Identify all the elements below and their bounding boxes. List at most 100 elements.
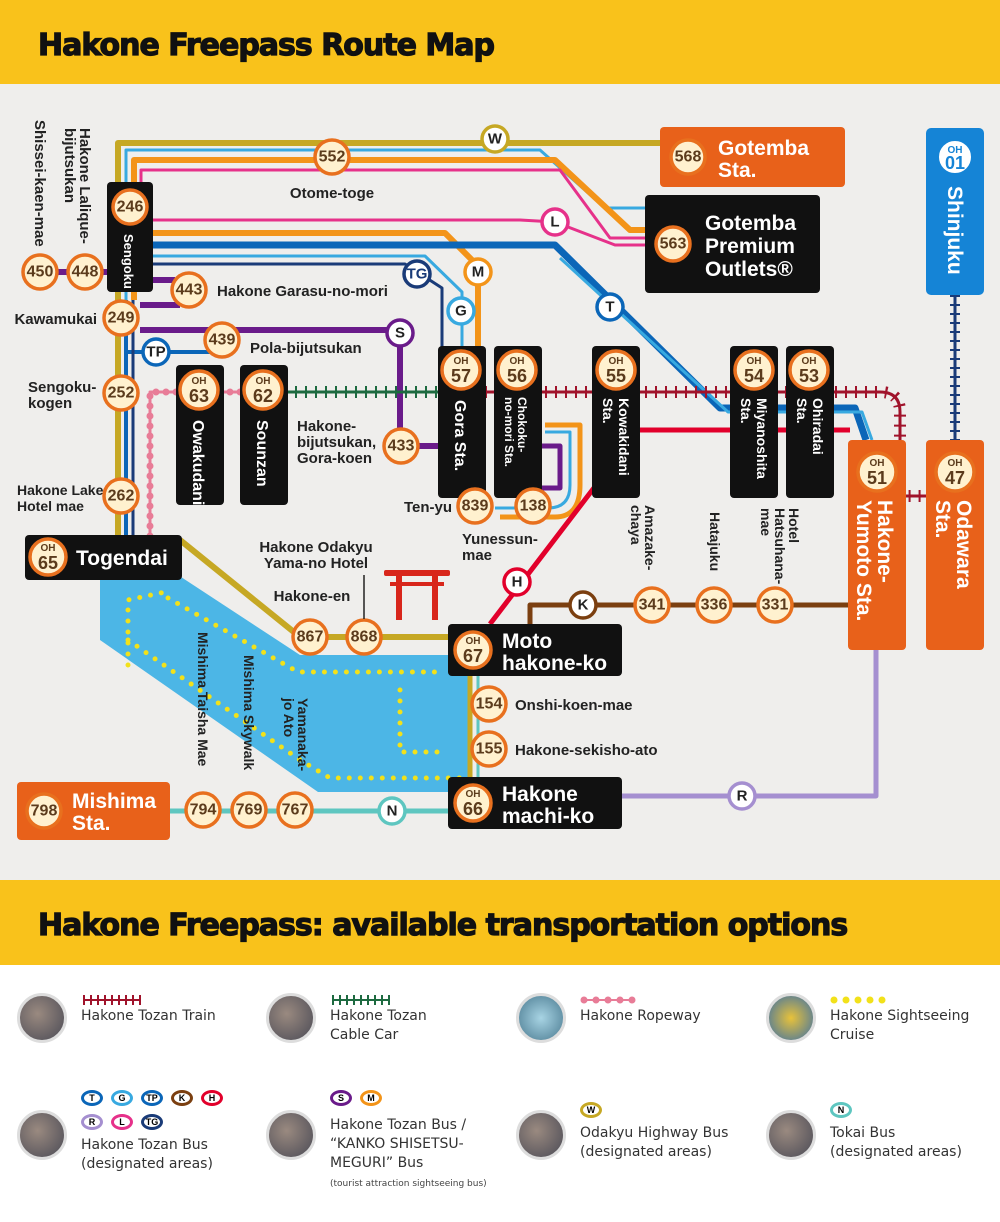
svg-text:Sta.: Sta.	[794, 398, 810, 424]
badge-r: R	[81, 1114, 103, 1130]
svg-text:chaya: chaya	[628, 505, 644, 545]
badge-tp: TP	[141, 1090, 163, 1106]
route-h-badge[interactable]: H	[502, 567, 532, 597]
route-n-badge[interactable]: N	[377, 796, 407, 826]
route-tp-badge[interactable]: TP	[141, 337, 171, 367]
red-hatched-line-icon	[83, 995, 141, 1005]
bus-photo-icon	[17, 1110, 67, 1160]
station-gotemba[interactable]: 568 Gotemba Sta.	[660, 127, 845, 187]
svg-text:OH: OH	[454, 356, 469, 367]
svg-text:769: 769	[236, 802, 263, 819]
route-t-badge[interactable]: T	[595, 292, 625, 322]
svg-text:Sengoku: Sengoku	[121, 234, 136, 289]
svg-text:Shissei-kaen-mae: Shissei-kaen-mae	[31, 120, 48, 247]
route-r-badge[interactable]: R	[727, 781, 757, 811]
svg-text:Hakone Garasu-no-mori: Hakone Garasu-no-mori	[217, 283, 388, 300]
legend-odakyu-highway-bus: W Odakyu Highway Bus(designated areas)	[516, 1102, 740, 1162]
svg-text:336: 336	[701, 597, 728, 614]
station-mishima[interactable]: 798 Mishima Sta.	[17, 782, 170, 840]
svg-text:51: 51	[867, 468, 887, 488]
svg-text:Hakone-sekisho-ato: Hakone-sekisho-ato	[515, 742, 658, 759]
svg-text:R: R	[737, 788, 748, 805]
svg-text:mae: mae	[758, 508, 774, 536]
stop-450[interactable]: 450 Shissei-kaen-mae	[21, 120, 59, 291]
yellow-dots-icon	[830, 996, 892, 1004]
svg-text:H: H	[512, 574, 523, 591]
svg-text:54: 54	[744, 366, 764, 386]
badge-g: G	[111, 1090, 133, 1106]
stop-sengoku[interactable]: 246 Sengoku	[107, 182, 153, 292]
route-w-badge[interactable]: W	[480, 124, 510, 154]
svg-text:439: 439	[209, 332, 236, 349]
cable-car-photo-icon	[266, 993, 316, 1043]
station-odawara[interactable]: OH 47 Odawara Sta.	[926, 440, 984, 650]
svg-text:868: 868	[351, 629, 378, 646]
svg-text:450: 450	[27, 264, 54, 281]
badge-tg: TG	[141, 1114, 163, 1130]
svg-text:Hakone Lalique-: Hakone Lalique-	[76, 128, 93, 244]
legend-tokai-bus: N Tokai Bus(designated areas)	[766, 1102, 990, 1162]
green-hatched-line-icon	[332, 995, 390, 1005]
svg-text:mae: mae	[462, 547, 492, 564]
svg-text:L: L	[550, 214, 559, 231]
svg-text:Yama-no Hotel: Yama-no Hotel	[264, 555, 368, 572]
svg-text:341: 341	[639, 597, 666, 614]
route-tg-badge[interactable]: TG	[402, 259, 432, 289]
legend-tozan-train: Hakone Tozan Train	[17, 993, 216, 1043]
route-purple-443	[140, 277, 180, 308]
svg-text:OH: OH	[609, 356, 624, 367]
station-shinjuku[interactable]: OH 01 Shinjuku	[926, 128, 984, 295]
svg-text:138: 138	[520, 498, 547, 515]
svg-text:55: 55	[606, 366, 626, 386]
route-s-badge[interactable]: S	[385, 318, 415, 348]
svg-text:262: 262	[108, 488, 135, 505]
svg-text:Hakone: Hakone	[502, 783, 578, 806]
badge-m: M	[360, 1090, 382, 1106]
svg-text:Hatsuhana-: Hatsuhana-	[772, 508, 788, 585]
route-g-badge[interactable]: G	[446, 296, 476, 326]
route-l-badge[interactable]: L	[540, 207, 570, 237]
svg-text:448: 448	[72, 264, 99, 281]
svg-text:155: 155	[476, 741, 503, 758]
svg-text:Kawamukai: Kawamukai	[14, 311, 97, 328]
route-k-badge[interactable]: K	[568, 590, 598, 620]
torii-gate-icon	[384, 570, 450, 620]
stop-155[interactable]: 155 Hakone-sekisho-ato	[470, 730, 658, 768]
stop-gotemba-premium-outlets[interactable]: 563 Gotemba Premium Outlets®	[645, 195, 820, 293]
route-m-badge[interactable]: M	[463, 257, 493, 287]
svg-text:Ohiradai: Ohiradai	[810, 398, 826, 455]
station-hakone-yumoto[interactable]: OH 51 Hakone- Yumoto Sta.	[848, 440, 906, 650]
svg-text:kogen: kogen	[28, 395, 72, 412]
svg-text:OH: OH	[948, 145, 963, 156]
svg-text:Mishima: Mishima	[72, 790, 156, 813]
